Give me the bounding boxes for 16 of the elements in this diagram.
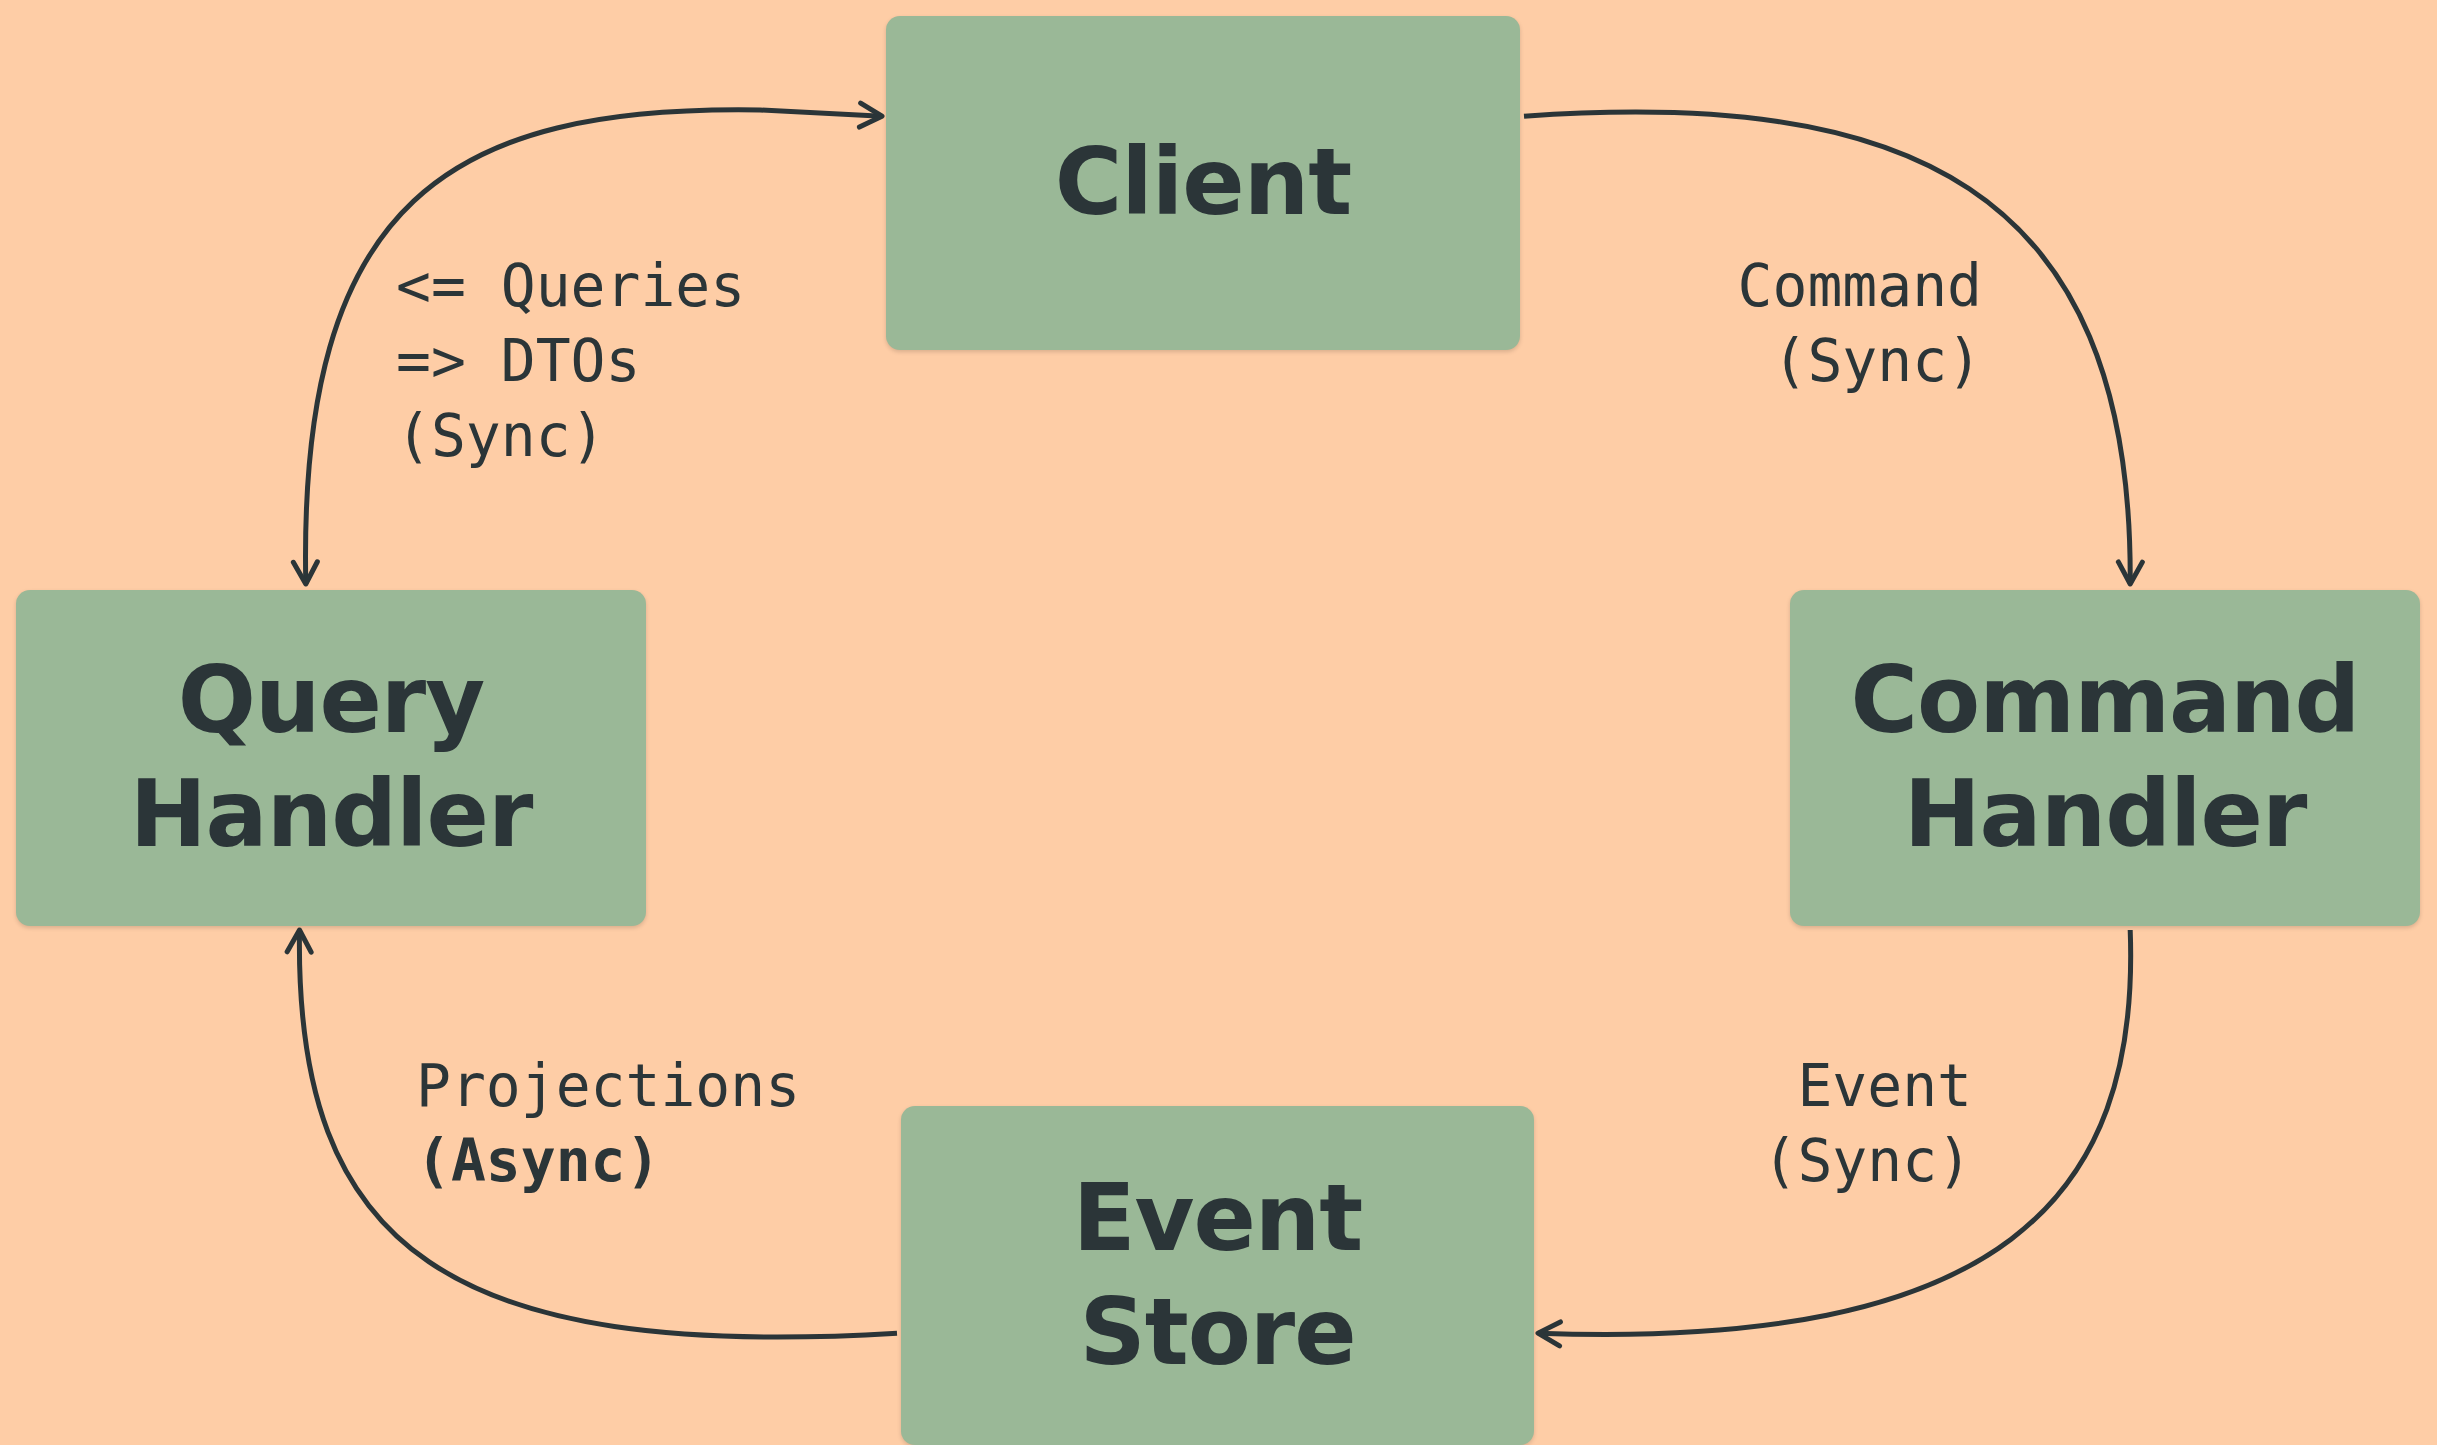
curved-arrow bbox=[1535, 929, 2133, 1348]
edge-label: Event (Sync) bbox=[1761, 1051, 1972, 1197]
curved-arrow bbox=[291, 100, 885, 587]
node-label: Client bbox=[1054, 128, 1352, 238]
edge-label: Projections (Async) bbox=[416, 1051, 802, 1197]
node-label: Query Handler bbox=[128, 646, 534, 870]
process-box bbox=[886, 16, 1520, 350]
node-label: Event Store bbox=[1071, 1163, 1364, 1388]
edge-label: <= Queries => DTOs (Sync) bbox=[396, 251, 747, 472]
curved-arrow bbox=[1523, 109, 2144, 587]
node-label: Command Handler bbox=[1849, 646, 2361, 870]
edge-label: Command (Sync) bbox=[1736, 251, 1982, 397]
process-box bbox=[16, 590, 646, 926]
process-box bbox=[901, 1106, 1534, 1445]
process-box bbox=[1790, 590, 2420, 926]
curved-arrow bbox=[285, 927, 898, 1340]
